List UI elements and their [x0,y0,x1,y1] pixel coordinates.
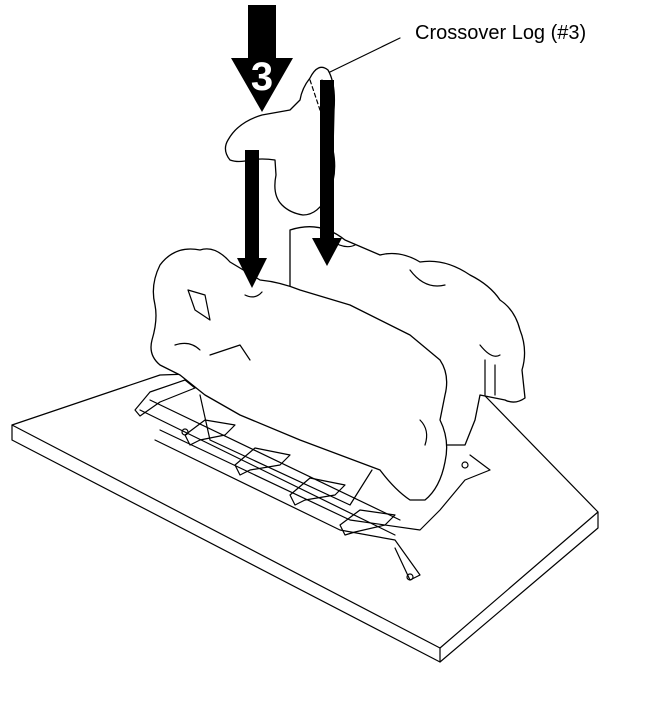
crossover-log [224,66,336,216]
front-log [150,248,448,501]
step-number: 3 [251,55,273,99]
callout-leader-line [329,37,401,73]
down-arrow-left [237,150,267,288]
step-3-arrow-icon: 3 [231,5,293,112]
crossover-log-label: Crossover Log (#3) [415,22,587,44]
down-arrow-right [312,80,342,266]
